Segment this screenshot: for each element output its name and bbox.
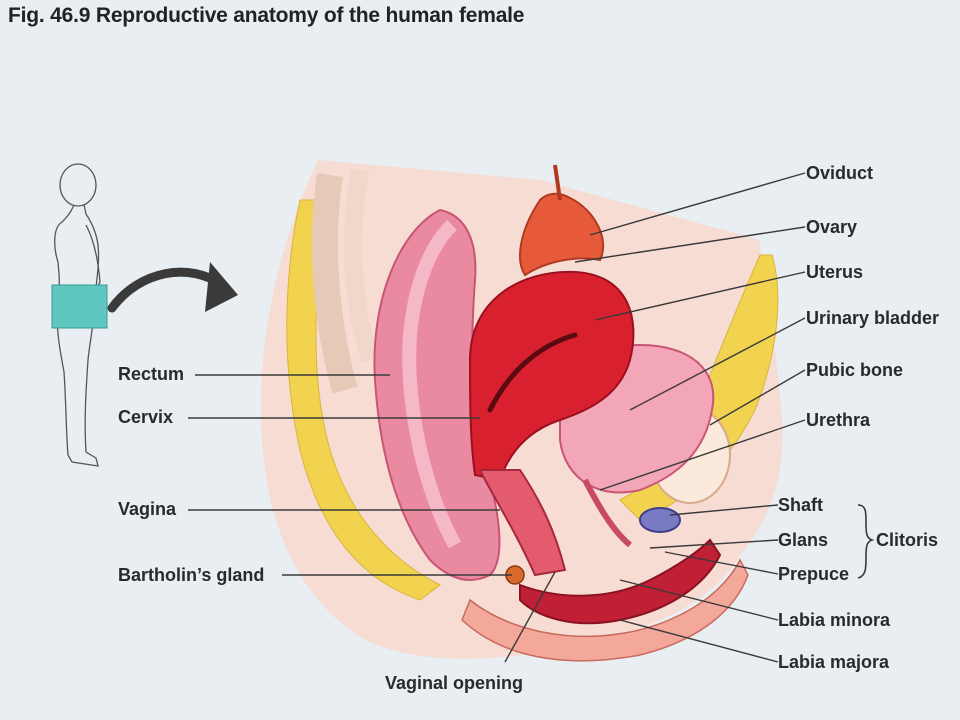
section-illustration — [260, 160, 783, 662]
label-glans: Glans — [778, 530, 829, 550]
label-vaginal-opening: Vaginal opening — [385, 673, 524, 693]
label-rectum: Rectum — [118, 364, 185, 384]
label-urinary-bladder: Urinary bladder — [806, 308, 940, 328]
label-labia-majora: Labia majora — [778, 652, 890, 672]
clitoris-bracket — [857, 504, 875, 579]
body-silhouette-icon — [54, 163, 101, 467]
label-uterus: Uterus — [806, 262, 864, 282]
label-ovary: Ovary — [806, 217, 858, 237]
pointer-arrow — [107, 267, 227, 313]
label-labia-minora: Labia minora — [778, 610, 891, 630]
label-bartholins-gland: Bartholin’s gland — [118, 565, 265, 585]
inset-region-box — [51, 284, 108, 329]
leader-lines — [188, 172, 806, 663]
label-oviduct: Oviduct — [806, 163, 874, 183]
label-shaft: Shaft — [778, 495, 823, 515]
label-urethra: Urethra — [806, 410, 871, 430]
arrow-head — [205, 262, 238, 312]
label-vagina: Vagina — [118, 499, 177, 519]
label-clitoris: Clitoris — [876, 530, 939, 550]
label-cervix: Cervix — [118, 407, 174, 427]
label-prepuce: Prepuce — [778, 564, 850, 584]
label-pubic-bone: Pubic bone — [806, 360, 904, 380]
figure-title: Fig. 46.9 Reproductive anatomy of the hu… — [8, 4, 525, 27]
